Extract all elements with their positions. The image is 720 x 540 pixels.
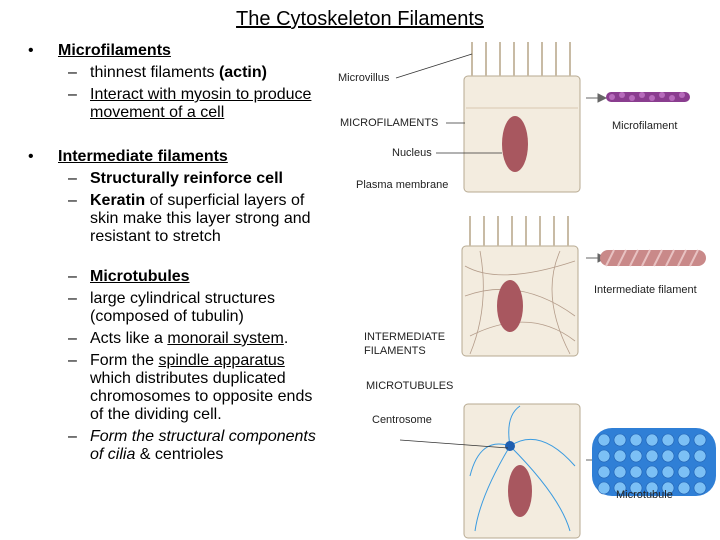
dash-marker: –: [68, 170, 77, 187]
cell-microtubules: [463, 403, 581, 539]
sub-item-text: Structurally reinforce cell: [90, 170, 283, 187]
sub-item: – large cylindrical structures (composed…: [68, 290, 328, 326]
bullet-heading: Intermediate filaments: [58, 148, 228, 165]
sub-item: – thinnest filaments (actin): [68, 64, 328, 82]
label-microfilaments: MICROFILAMENTS: [340, 117, 439, 129]
sub-item-text: large cylindrical structures (composed o…: [90, 290, 275, 325]
sub-item: – Form the structural components of cili…: [68, 428, 328, 464]
intermediate-filament-illustration: [600, 249, 706, 267]
microtubule-illustration: [592, 428, 716, 496]
dash-marker: –: [68, 64, 77, 81]
dash-marker: –: [68, 268, 77, 285]
label-plasma-membrane: Plasma membrane: [356, 179, 449, 191]
pointer-lines: [395, 53, 509, 449]
label-intermediate-filaments: INTERMEDIATE FILAMENTS: [364, 331, 446, 357]
label-microvillus: Microvillus: [338, 72, 390, 84]
sub-item: – Interact with myosin to produce moveme…: [68, 86, 328, 122]
page-title: The Cytoskeleton Filaments: [236, 8, 484, 30]
sub-item-text: Form the structural components of cilia …: [90, 428, 316, 463]
dash-marker: –: [68, 290, 77, 307]
dash-marker: –: [68, 428, 77, 445]
microvilli: [471, 42, 571, 76]
microvilli: [469, 216, 569, 246]
label-nucleus: Nucleus: [392, 147, 432, 159]
nucleus-shape: [497, 280, 523, 332]
sub-item: – Microtubules: [68, 268, 328, 286]
dash-marker: –: [68, 192, 77, 209]
sub-item: – Acts like a monorail system.: [68, 330, 328, 348]
sub-item-text: Keratin of superficial layers of skin ma…: [90, 192, 311, 245]
label-microtubule: Microtubule: [616, 489, 673, 501]
dash-marker: –: [68, 330, 77, 347]
label-microtubules: MICROTUBULES: [366, 380, 454, 392]
sub-item-text: Acts like a monorail system.: [90, 330, 289, 347]
sub-item-text: Microtubules: [90, 268, 190, 285]
nucleus-shape: [502, 116, 528, 172]
dash-marker: –: [68, 352, 77, 369]
nucleus-shape: [508, 465, 532, 517]
dash-marker: –: [68, 86, 77, 103]
sub-item: – Keratin of superficial layers of skin …: [68, 192, 328, 246]
cell-microfilaments: [463, 42, 581, 193]
bullet-marker: •: [28, 42, 34, 59]
label-microfilament: Microfilament: [612, 120, 678, 132]
bullet-heading: Microfilaments: [58, 42, 171, 59]
microfilament-illustration: [606, 92, 690, 102]
microtubule-network: [469, 405, 576, 532]
bullet-marker: •: [28, 148, 34, 165]
sub-item-text: thinnest filaments (actin): [90, 64, 267, 81]
sub-item-text: Form the spindle apparatus which distrib…: [90, 352, 313, 423]
cytoskeleton-figure: [395, 42, 716, 539]
label-centrosome: Centrosome: [372, 414, 432, 426]
cell-intermediate: [461, 216, 579, 357]
sub-item: – Form the spindle apparatus which distr…: [68, 352, 328, 424]
label-intermediate-filament: Intermediate filament: [594, 284, 697, 296]
arrows: [586, 93, 608, 465]
sub-item-text: Interact with myosin to produce movement…: [90, 86, 312, 121]
sub-item: – Structurally reinforce cell: [68, 170, 328, 188]
centrosome-shape: [505, 441, 515, 451]
